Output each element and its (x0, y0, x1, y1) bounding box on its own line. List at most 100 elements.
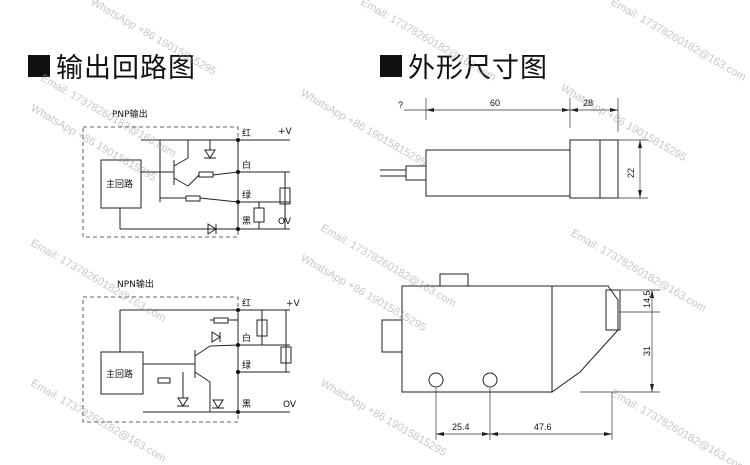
dim-hole-2: 47.6 (534, 422, 552, 432)
arrow-left-icon (426, 108, 434, 112)
npn-transistor-1-emitter (194, 371, 211, 383)
npn-node-dot (236, 308, 240, 312)
pnp-resistor-out (212, 171, 239, 176)
mounting-hole-1-icon (428, 372, 444, 388)
heading-square-bullet (28, 54, 50, 77)
dim-top-offset: 14.5 (642, 290, 652, 308)
pnp-reverse-diode-icon (207, 223, 217, 235)
dimension-heading-text: 外形尺寸图 (408, 53, 548, 84)
sensor-body-side (401, 285, 553, 393)
pnp-transistor-1-emitter (173, 177, 189, 187)
pnp-vplus-label: +V (278, 127, 293, 137)
watermark-whatsapp: WhatsApp +86 19015815295 (299, 252, 429, 334)
arrow-left-icon (436, 432, 444, 436)
npn-output-circuit: NPN输出 主回路 (82, 278, 301, 423)
watermark-email: Email: 17378260182@163.com (359, 0, 499, 84)
pnp-node-dot (236, 227, 240, 231)
arrow-down-icon (638, 190, 642, 198)
pnp-output-circuit: PNP输出 主回路 (82, 108, 293, 238)
pnp-load-relay (253, 207, 265, 223)
npn-terminal-black: 黑 (242, 399, 251, 410)
npn-terminal-red: 红 (242, 297, 251, 309)
npn-load-resistor (256, 319, 268, 337)
arrow-right-icon (610, 108, 618, 112)
npn-terminal-green: 绿 (242, 359, 251, 371)
arrow-up-icon (650, 290, 654, 298)
pnp-resistor-2-out (199, 197, 239, 203)
top-view-drawing: 60 28 ? 22 (380, 98, 648, 199)
npn-main-block (100, 351, 144, 395)
npn-transistor-1-collector (194, 345, 211, 357)
arrow-left-icon (490, 432, 498, 436)
npn-reverse-diode-icon (212, 399, 224, 409)
pnp-resistor-lead (187, 174, 200, 187)
dim-hole-1: 25.4 (452, 422, 470, 432)
sensor-body-top (425, 149, 571, 197)
sensor-head-top (569, 139, 619, 199)
watermark-email: Email: 17378260182@163.com (29, 377, 169, 465)
arrow-up-icon (638, 140, 642, 148)
arrow-down-icon (650, 384, 654, 392)
cable-gland (405, 165, 427, 181)
arrow-right-icon (482, 432, 490, 436)
pnp-resistor-2 (185, 195, 201, 202)
npn-collector-out (209, 344, 239, 347)
npn-title: NPN输出 (117, 278, 154, 290)
side-view-drawing: 14.5 31 25.4 47.6 (381, 273, 660, 440)
circuit-heading-text: 输出回路图 (56, 53, 196, 84)
mounting-hole-2-icon (482, 372, 498, 388)
dim-side-height: 31 (642, 346, 652, 356)
npn-main-block-label: 主回路 (106, 368, 133, 380)
sensor-head-side (551, 285, 619, 393)
pnp-main-block (100, 159, 142, 209)
npn-terminal-white: 白 (242, 332, 251, 344)
watermark-whatsapp: WhatsApp +86 19015815295 (559, 82, 689, 164)
pnp-terminal-black: 黑 (242, 216, 251, 227)
npn-resistor (213, 317, 229, 324)
watermark-whatsapp: WhatsApp +86 19015815295 (299, 87, 429, 169)
pnp-terminal-white: 白 (242, 159, 251, 171)
watermark-email: Email: 17378260182@163.com (609, 387, 749, 465)
dimension-heading: 外形尺寸图 (380, 46, 548, 85)
pnp-load-resistor (279, 187, 291, 205)
pnp-terminal-red: 红 (242, 127, 251, 139)
pnp-zener-diode-icon (204, 149, 216, 159)
npn-load-relay (280, 346, 292, 364)
pnp-resistor (198, 171, 214, 178)
sensor-lens-face (605, 289, 621, 331)
npn-series-diode-icon (211, 331, 221, 343)
pnp-transistor-1-collector (173, 157, 189, 167)
npn-zener-diode-icon (177, 397, 189, 407)
watermark-email: Email: 17378260182@163.com (319, 222, 459, 310)
watermark-whatsapp: WhatsApp +86 19015815295 (89, 0, 219, 78)
heading-square-bullet (380, 54, 402, 77)
watermark-layer: WhatsApp +86 19015815295 Email: 17378260… (29, 0, 749, 465)
sensor-top-boss (439, 273, 469, 287)
npn-node-dot (236, 370, 240, 374)
arrow-right-icon (604, 432, 612, 436)
arrow-right-icon (562, 108, 570, 112)
npn-node-dot (236, 343, 240, 347)
npn-node-dot (236, 410, 240, 414)
circuit-heading: 输出回路图 (28, 46, 196, 85)
side-cable-gland (381, 319, 403, 353)
pnp-title: PNP输出 (112, 108, 148, 120)
watermark-whatsapp: WhatsApp +86 19015815295 (319, 377, 449, 459)
pnp-terminal-green: 绿 (242, 189, 251, 201)
pnp-node-dot (236, 170, 240, 174)
pnp-node-dot (236, 138, 240, 142)
arrow-left-icon (570, 108, 578, 112)
npn-vplus-label: +V (286, 299, 301, 309)
npn-zero-v-label: OV (283, 400, 297, 410)
npn-resistor-2 (157, 377, 171, 384)
watermark-email: Email: 17378260182@163.com (609, 0, 749, 84)
dim-height-top-view: 22 (626, 168, 636, 178)
pnp-main-block-label: 主回路 (106, 178, 133, 190)
watermark-email: Email: 17378260182@163.com (569, 227, 709, 315)
dim-body-length: 60 (490, 98, 500, 108)
dim-cable-length: ? (398, 100, 403, 110)
pnp-node-dot (236, 200, 240, 204)
dim-head-length: 28 (583, 98, 593, 108)
